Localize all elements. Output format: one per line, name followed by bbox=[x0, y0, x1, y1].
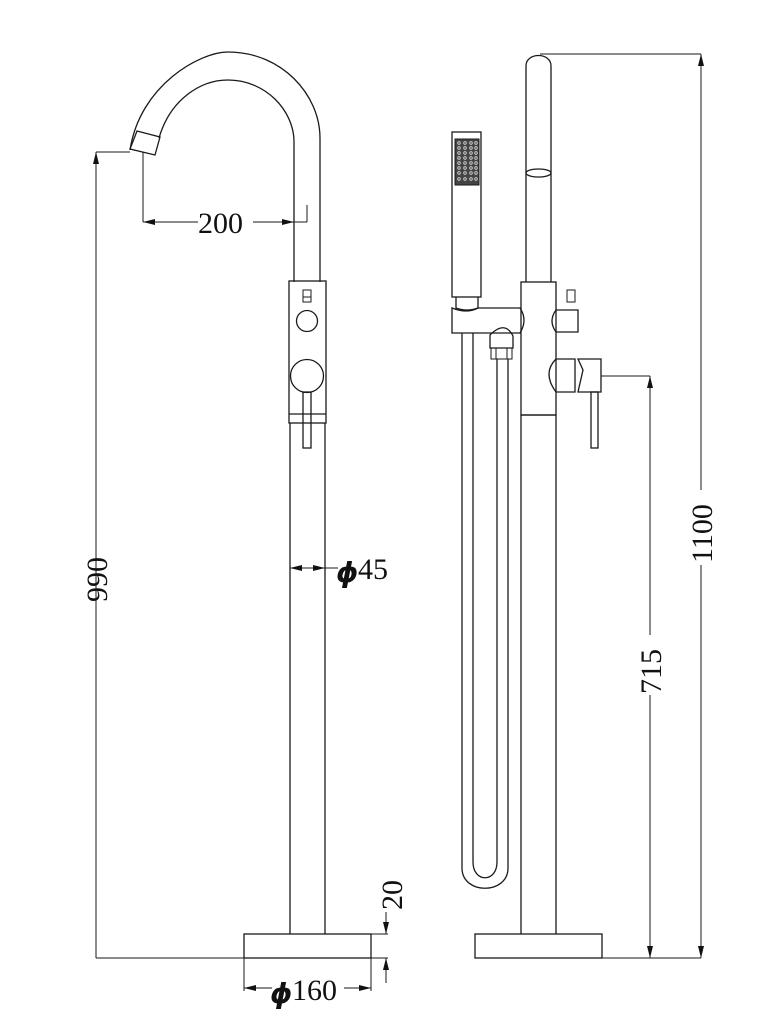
diverter-knob bbox=[295, 309, 319, 333]
floor-base bbox=[243, 933, 372, 959]
dim-body-diameter: 45 bbox=[358, 553, 388, 586]
column-ring bbox=[525, 168, 552, 178]
spout-outer bbox=[129, 51, 321, 282]
dim-spout-height: 990 bbox=[81, 557, 114, 602]
hose-inner bbox=[472, 333, 498, 879]
control-body bbox=[288, 280, 327, 424]
upper-column bbox=[525, 54, 552, 282]
shower-holder bbox=[451, 307, 525, 334]
left-dimensions bbox=[93, 151, 389, 991]
right-dimensions bbox=[540, 53, 704, 959]
dim-base-diameter: 160 bbox=[292, 974, 337, 1007]
right-handle-cap bbox=[576, 358, 602, 393]
right-handle-hub bbox=[548, 358, 576, 393]
hose-outlet bbox=[489, 327, 514, 349]
right-mixer-lever bbox=[590, 391, 599, 449]
right-diverter-stem bbox=[566, 289, 576, 303]
spout-inner bbox=[158, 79, 295, 282]
phi-symbol-160: ϕ bbox=[270, 977, 292, 1010]
dim-handle-height: 715 bbox=[635, 649, 668, 694]
mixer-handle-hub bbox=[289, 358, 325, 394]
phi-symbol-45: ϕ bbox=[336, 556, 358, 589]
mixer-lever bbox=[302, 391, 312, 449]
hand-shower-head bbox=[451, 131, 482, 298]
dim-base-height: 20 bbox=[376, 880, 409, 910]
dim-overall-height: 1100 bbox=[686, 504, 719, 563]
right-floor-base bbox=[474, 933, 603, 959]
hose-outer bbox=[461, 333, 509, 889]
diverter-stem bbox=[302, 289, 312, 303]
hose-nut bbox=[490, 347, 513, 360]
right-view-mixer bbox=[451, 54, 603, 959]
spout-aerator bbox=[129, 130, 161, 156]
right-diverter-knob bbox=[551, 309, 579, 333]
dim-spout-reach: 200 bbox=[198, 207, 243, 240]
right-control-body bbox=[520, 281, 557, 416]
spray-nozzles bbox=[457, 141, 478, 181]
shower-handle-cup bbox=[455, 297, 479, 311]
left-view-mixer bbox=[129, 51, 372, 959]
